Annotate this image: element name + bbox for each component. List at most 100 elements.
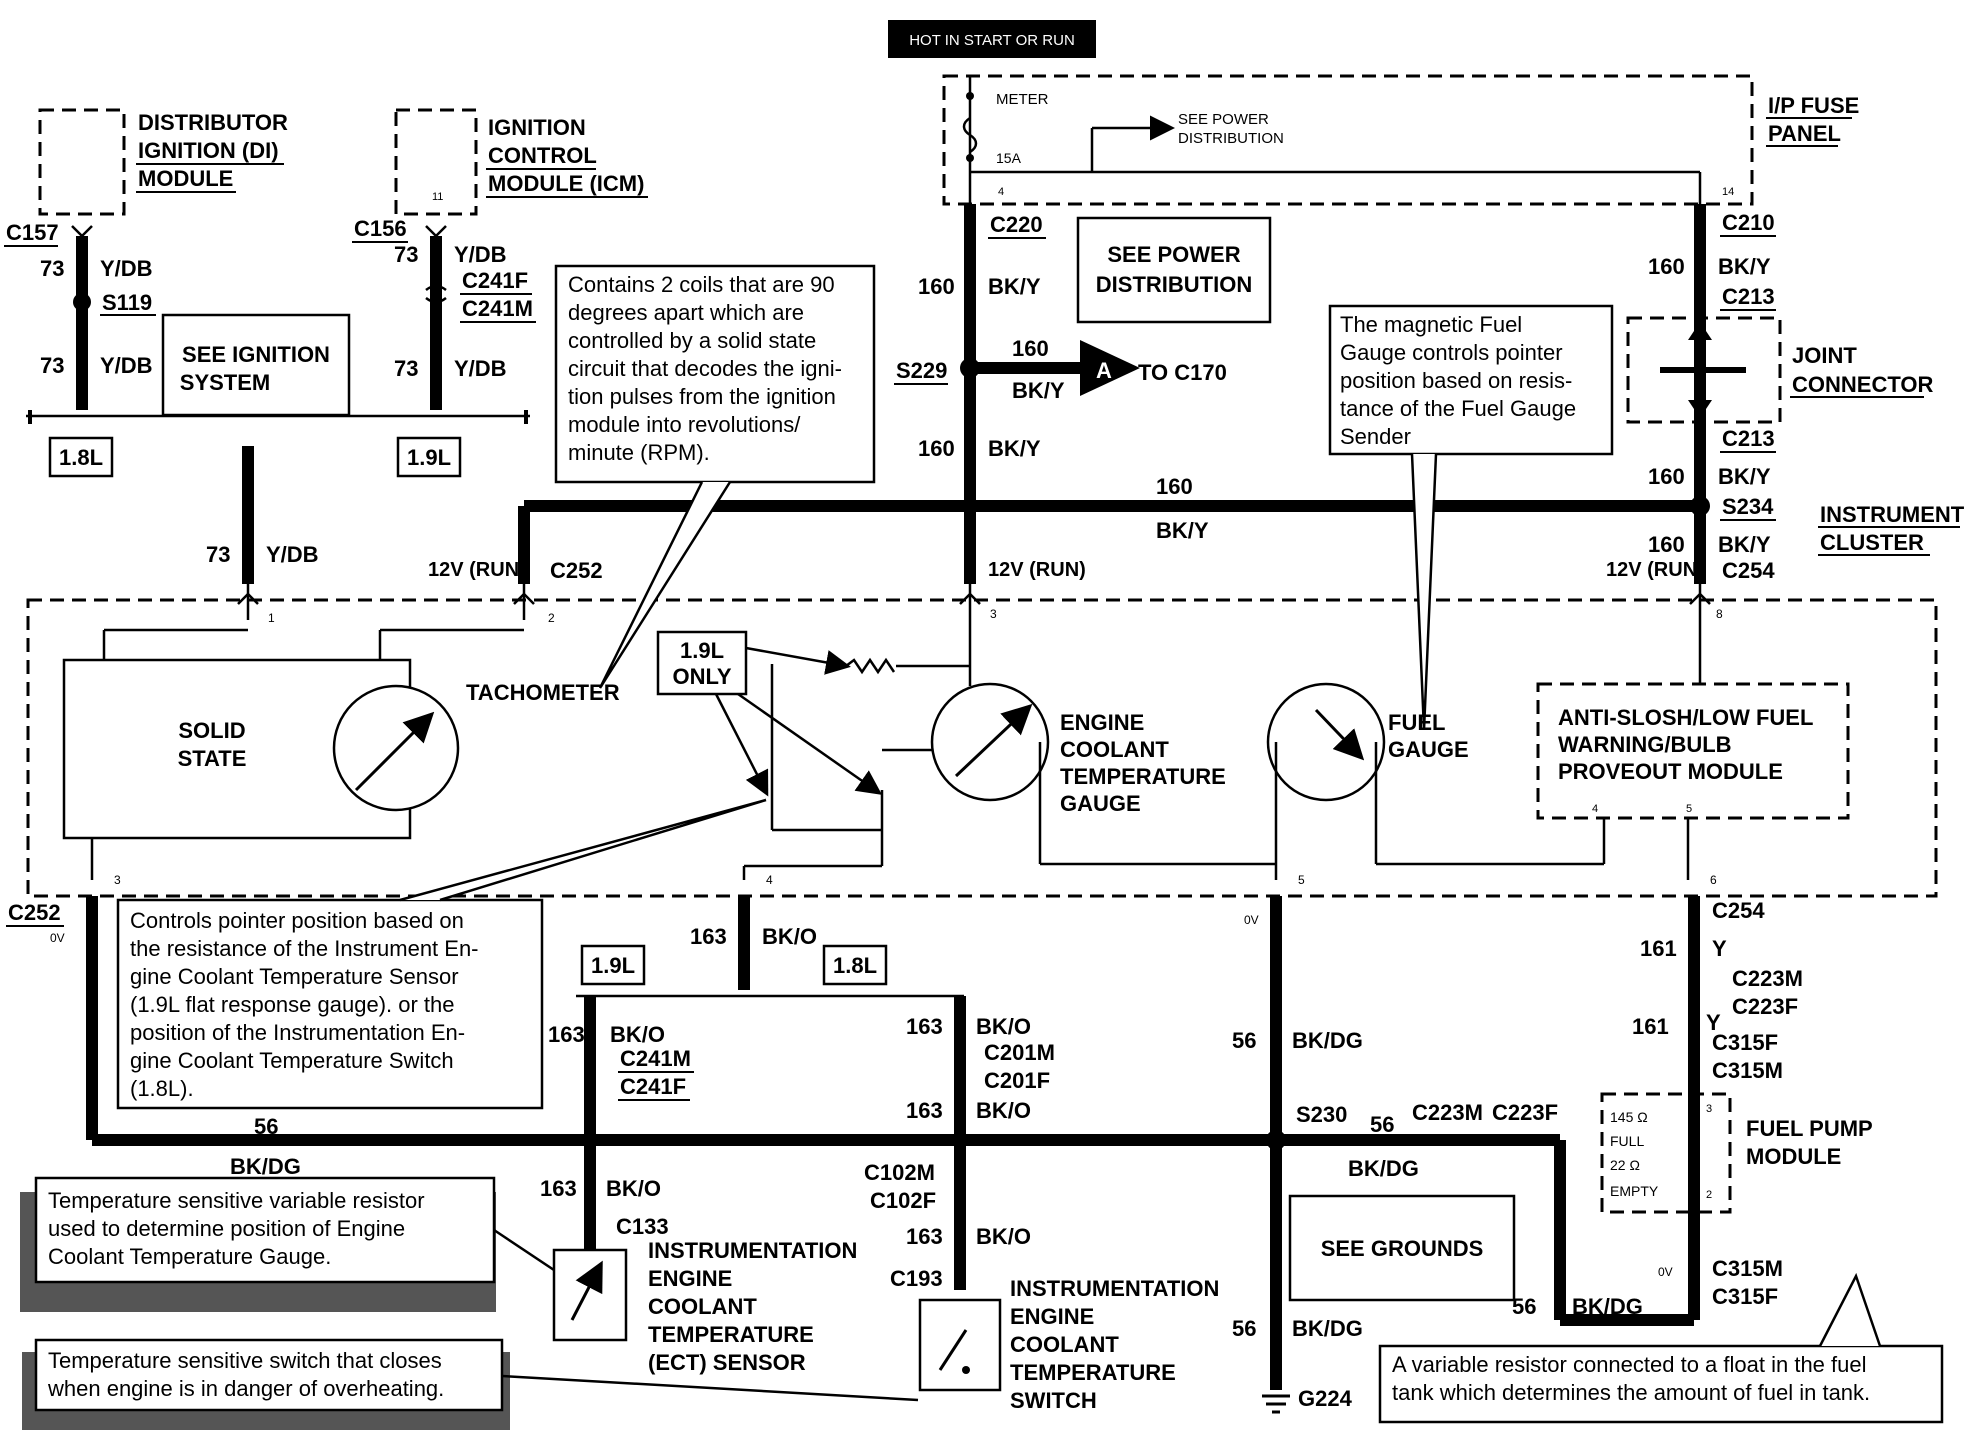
svg-text:(1.9L flat response gauge). or: (1.9L flat response gauge). or the	[130, 992, 455, 1017]
engine-19l-box-1	[396, 436, 462, 478]
see-ignition-2: SYSTEM	[180, 370, 270, 395]
di-title-2: IGNITION (DI)	[138, 138, 279, 163]
switch-title-5: SWITCH	[1010, 1388, 1097, 1413]
fuse-pin-4: 4	[998, 186, 1004, 198]
see-grounds-box	[1288, 1194, 1516, 1302]
w163-num-19l-1: 163	[548, 1022, 585, 1047]
see-power-1: SEE POWER	[1107, 242, 1240, 267]
fuse-panel-title-2: PANEL	[1768, 121, 1841, 146]
fuse-panel-title-1: I/P FUSE	[1768, 93, 1859, 118]
fuel-gauge-1: FUEL	[1388, 710, 1445, 735]
svg-text:A variable resistor connected: A variable resistor connected to a float…	[1392, 1352, 1867, 1377]
svg-text:used to determine position of: used to determine position of Engine	[48, 1216, 405, 1241]
w163-color-19l-2: BK/O	[606, 1176, 661, 1201]
w163-color-main: BK/O	[762, 924, 817, 949]
anti-slosh-1: ANTI-SLOSH/LOW FUEL	[1558, 705, 1813, 730]
icm-wire-num-2: 73	[394, 356, 418, 381]
zero-v-mid: 0V	[1244, 913, 1259, 927]
svg-text:circuit that decodes the igni-: circuit that decodes the igni-	[568, 356, 842, 381]
solid-state-1: SOLID	[178, 718, 245, 743]
icm-pin-11: 11	[432, 191, 443, 203]
arrow-a-label: A	[1096, 358, 1112, 383]
svg-text:Temperature sensitive switch t: Temperature sensitive switch that closes	[48, 1348, 442, 1373]
svg-text:(1.8L).: (1.8L).	[130, 1076, 194, 1101]
icm-wire-color-2: Y/DB	[454, 356, 507, 381]
cluster-title-2: CLUSTER	[1820, 530, 1924, 555]
w163-num-19l-2: 163	[540, 1176, 577, 1201]
w161-num-2: 161	[1632, 1014, 1669, 1039]
see-power-box	[1076, 216, 1272, 324]
svg-text:gine Coolant Temperature Senso: gine Coolant Temperature Sensor	[130, 964, 459, 989]
fuse-icon	[962, 116, 978, 154]
w160-color-4: BK/Y	[1718, 464, 1771, 489]
w163-color-19l-1: BK/O	[610, 1022, 665, 1047]
svg-text:Sender: Sender	[1340, 424, 1411, 449]
s234-label: S234	[1722, 494, 1774, 519]
svg-text:Coolant Temperature Gauge.: Coolant Temperature Gauge.	[48, 1244, 331, 1269]
pin-4-left: 4	[766, 873, 773, 887]
c254-label-1: C254	[1722, 558, 1775, 583]
fuel-gauge	[1266, 682, 1386, 802]
c241f-label-2: C241F	[620, 1074, 686, 1099]
c315f-label-2: C315F	[1712, 1284, 1778, 1309]
w161-color-2: Y	[1706, 1010, 1721, 1035]
svg-text:position of the Instrumentatio: position of the Instrumentation En-	[130, 1020, 465, 1045]
anti-slosh-2: WARNING/BULB	[1558, 732, 1732, 757]
pin-4-anti: 4	[1592, 803, 1598, 815]
joint-connector	[1626, 316, 1782, 424]
c254-label-2: C254	[1712, 898, 1765, 923]
w161-color-1: Y	[1712, 936, 1727, 961]
w56-num-ground: 56	[1232, 1316, 1256, 1341]
distributor-ignition-module	[38, 108, 126, 216]
varres-callout-text: A variable resistor connected to a float…	[1392, 1352, 1870, 1405]
svg-text:the resistance of the Instrume: the resistance of the Instrument En-	[130, 936, 479, 961]
w160-num-bus: 160	[1156, 474, 1193, 499]
s119-label: S119	[102, 290, 152, 315]
c315m-label: C315M	[1712, 1058, 1783, 1083]
w56-num-mid: 56	[1232, 1028, 1256, 1053]
coils-callout-text: Contains 2 coils that are 90 degrees apa…	[568, 272, 842, 465]
fuel-gauge-2: GAUGE	[1388, 737, 1469, 762]
engine-19l-2: 1.9L	[591, 953, 635, 978]
only-19l-2: ONLY	[672, 664, 731, 689]
connector-a-arrow	[1080, 340, 1140, 396]
ect-gauge-4: GAUGE	[1060, 791, 1141, 816]
w56-color-fpm: BK/DG	[1572, 1294, 1643, 1319]
svg-text:tion pulses from the ignition: tion pulses from the ignition	[568, 384, 836, 409]
fpm-empty-ohm: 22 Ω	[1610, 1157, 1640, 1173]
see-ignition-box	[161, 313, 351, 417]
see-grounds: SEE GROUNDS	[1321, 1236, 1484, 1261]
instrument-cluster-box	[26, 598, 1938, 898]
w163-num-18l-2: 163	[906, 1098, 943, 1123]
fuse-15a-label: 15A	[996, 150, 1022, 166]
w160-color-1: BK/Y	[988, 274, 1041, 299]
cluster-wire-color-73: Y/DB	[266, 542, 319, 567]
di-title-1: DISTRIBUTOR	[138, 110, 288, 135]
run-label-2: 12V (RUN)	[988, 559, 1086, 581]
sensor-title-2: ENGINE	[648, 1266, 732, 1291]
fuse-panel	[942, 74, 1754, 206]
c252-label-2: C252	[8, 900, 61, 925]
svg-text:when engine is in danger of ov: when engine is in danger of overheating.	[47, 1376, 444, 1401]
pin-5-anti: 5	[1686, 803, 1692, 815]
c241f-label: C241F	[462, 268, 528, 293]
icm-wire-num-1: 73	[394, 242, 418, 267]
coils-callout	[554, 264, 876, 484]
engine-19l-box-2	[580, 944, 646, 986]
cluster-title-1: INSTRUMENT	[1820, 502, 1965, 527]
fpm-title-1: FUEL PUMP	[1746, 1116, 1873, 1141]
c223m-label-2: C223M	[1732, 966, 1803, 991]
svg-text:position based on resis-: position based on resis-	[1340, 368, 1572, 393]
c223f-label-2: C223F	[1732, 994, 1798, 1019]
c201m-label: C201M	[984, 1040, 1055, 1065]
svg-text:module into revolutions/: module into revolutions/	[568, 412, 801, 437]
fpm-title-2: MODULE	[1746, 1144, 1841, 1169]
c220-label: C220	[990, 212, 1043, 237]
svg-text:Controls pointer position base: Controls pointer position based on	[130, 908, 464, 933]
fpm-empty: EMPTY	[1610, 1183, 1659, 1199]
w160-num-5: 160	[1648, 532, 1685, 557]
s230-label: S230	[1296, 1102, 1347, 1127]
g224-label: G224	[1298, 1386, 1353, 1411]
